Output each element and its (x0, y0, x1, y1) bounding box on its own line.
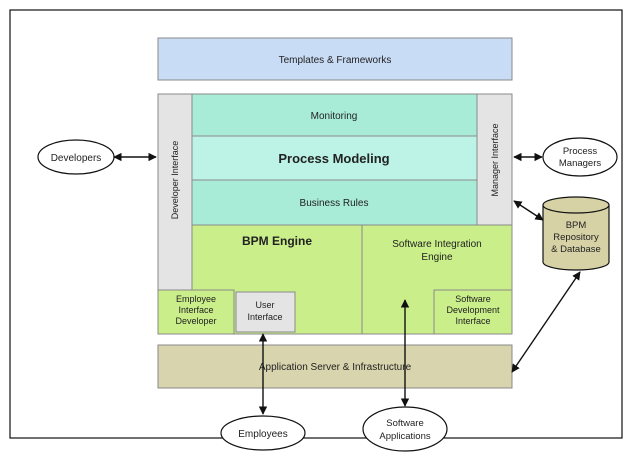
application-server-label: Application Server & Infrastructure (259, 362, 412, 373)
employee-interface-developer-box (157, 289, 235, 335)
sdi-label-line3: Interface (455, 316, 490, 326)
db-label-line3: & Database (551, 244, 601, 255)
pm-label-line1: Process (563, 146, 598, 157)
business-rules-label: Business Rules (300, 198, 369, 209)
process-modeling-label: Process Modeling (278, 151, 389, 166)
bpm-engine-label: BPM Engine (242, 234, 312, 248)
templates-box (157, 37, 513, 81)
software-applications-node (362, 406, 448, 452)
process-managers-node (542, 137, 618, 177)
sa-label-line1: Software (386, 418, 424, 429)
ui-label-line2: Interface (247, 312, 282, 322)
ui-label-line1: User (255, 300, 274, 310)
edge-manager-interface-database (513, 200, 544, 221)
db-label-line2: Repository (553, 232, 599, 243)
manager-interface-panel (476, 93, 513, 226)
employees-label: Employees (238, 429, 287, 440)
sa-label-line2: Applications (379, 431, 430, 442)
application-server-box (157, 344, 513, 389)
manager-interface-label: Manager Interface (490, 123, 500, 196)
sdi-label-line2: Development (446, 305, 500, 315)
bpm-repository-database-node (542, 196, 610, 271)
developers-label: Developers (51, 153, 102, 164)
eid-label-line2: Interface (178, 305, 213, 315)
templates-label: Templates & Frameworks (279, 55, 392, 66)
sdi-label-line1: Software (455, 294, 491, 304)
sie-label-line1: Software Integration (392, 239, 482, 250)
user-interface-box (235, 291, 296, 333)
db-label-line1: BPM (566, 220, 587, 231)
database-top (542, 196, 610, 214)
developer-interface-panel (157, 93, 193, 291)
database-body (542, 205, 610, 271)
sie-label-line2: Engine (421, 252, 453, 263)
pm-label-line2: Managers (559, 158, 601, 169)
monitoring-label: Monitoring (311, 111, 358, 122)
edge-database-application-server (511, 271, 581, 373)
eid-label-line1: Employee (176, 294, 216, 304)
employees-node (220, 415, 306, 451)
developer-interface-label: Developer Interface (170, 141, 180, 220)
software-development-interface-box (433, 289, 513, 335)
eid-label-line3: Developer (175, 316, 216, 326)
process-modeling-box (191, 135, 478, 181)
monitoring-box (191, 93, 478, 137)
